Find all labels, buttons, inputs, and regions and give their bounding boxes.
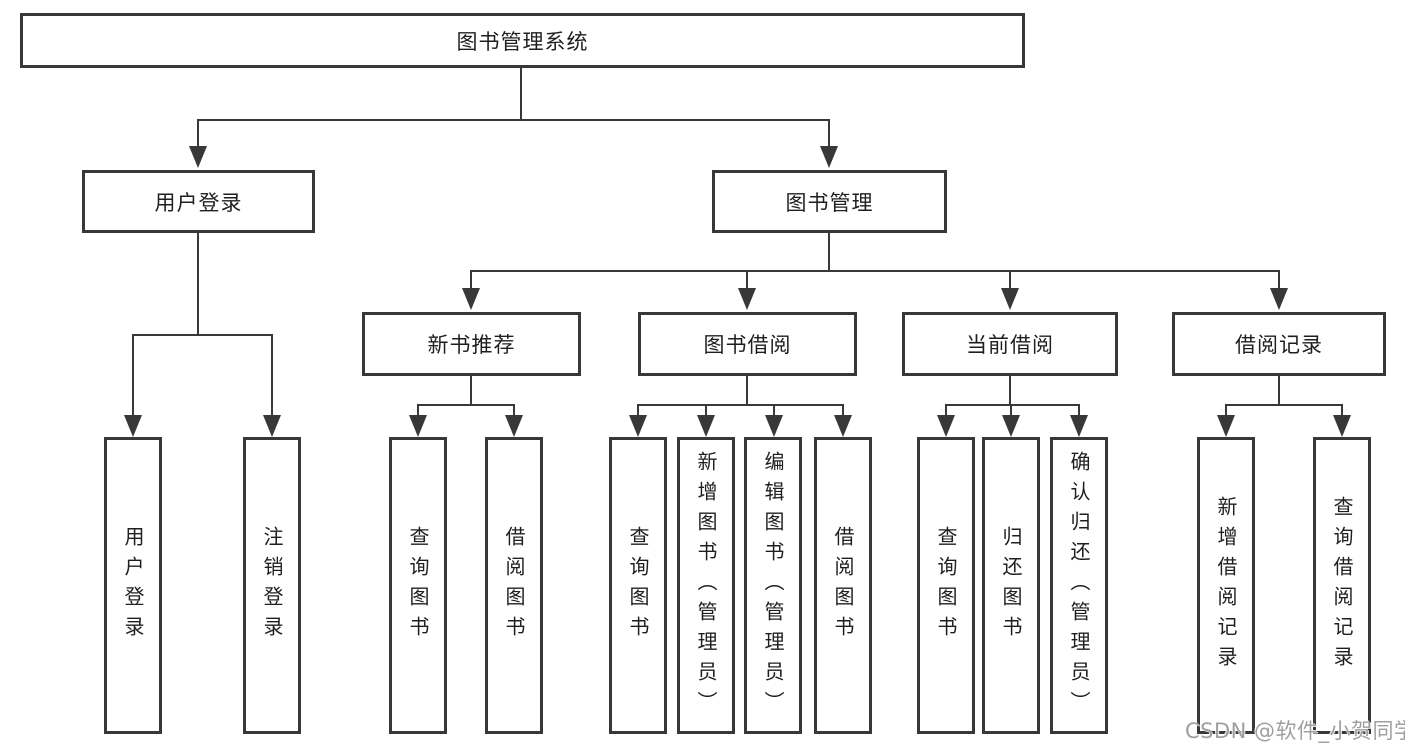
- connector-level3-bar: [470, 270, 1280, 272]
- leaf-query-borrow-record: 查询借阅记录: [1313, 437, 1371, 734]
- connector-leaf-shaft: [1225, 404, 1227, 417]
- leaf-recommend-query-books: 查询图书: [389, 437, 447, 734]
- arrow-down-icon: [1217, 415, 1235, 437]
- arrow-down-icon: [1333, 415, 1351, 437]
- connector-section-shaft: [1009, 270, 1011, 289]
- connector-book-mgmt-stem: [828, 233, 830, 272]
- connector-leaf-shaft: [132, 334, 134, 416]
- node-root: 图书管理系统: [20, 13, 1025, 68]
- connector-root-stem: [520, 68, 522, 121]
- connector-book-mgmt-shaft: [828, 119, 830, 147]
- connector-leaf-shaft: [513, 404, 515, 417]
- connector-sectionC-bar: [945, 404, 1080, 406]
- connector-user-login-stem: [197, 233, 199, 336]
- connector-sectionA-stem: [470, 376, 472, 406]
- arrow-down-icon: [462, 288, 480, 310]
- arrow-down-icon: [697, 415, 715, 437]
- arrow-down-icon: [505, 415, 523, 437]
- leaf-recommend-borrow-books: 借阅图书: [485, 437, 543, 734]
- leaf-logout: 注销登录: [243, 437, 301, 734]
- leaf-current-query-books: 查询图书: [917, 437, 975, 734]
- connector-leaf-shaft: [417, 404, 419, 417]
- leaf-borrow-query-books: 查询图书: [609, 437, 667, 734]
- connector-sectionD-bar: [1225, 404, 1343, 406]
- arrow-down-icon: [738, 288, 756, 310]
- connector-leaf-shaft: [271, 334, 273, 416]
- node-new-book-recommend: 新书推荐: [362, 312, 581, 376]
- arrow-down-icon: [937, 415, 955, 437]
- connector-leaf-shaft: [705, 404, 707, 417]
- arrow-down-icon: [263, 415, 281, 437]
- arrow-down-icon: [1270, 288, 1288, 310]
- connector-leaf-shaft: [1010, 404, 1012, 417]
- connector-section-shaft: [746, 270, 748, 289]
- leaf-confirm-return-admin: 确认归还（管理员）: [1050, 437, 1108, 734]
- connector-sectionB-stem: [746, 376, 748, 406]
- leaf-add-borrow-record: 新增借阅记录: [1197, 437, 1255, 734]
- arrow-down-icon: [1001, 288, 1019, 310]
- arrow-down-icon: [1002, 415, 1020, 437]
- node-borrow-records: 借阅记录: [1172, 312, 1386, 376]
- arrow-down-icon: [629, 415, 647, 437]
- connector-leaf-shaft: [1341, 404, 1343, 417]
- node-user-login: 用户登录: [82, 170, 315, 233]
- leaf-borrow-books: 借阅图书: [814, 437, 872, 734]
- connector-section-shaft: [1278, 270, 1280, 289]
- arrow-down-icon: [189, 146, 207, 168]
- connector-leaf-shaft: [773, 404, 775, 417]
- connector-leaf-shaft: [842, 404, 844, 417]
- csdn-watermark: CSDN @软件_小贺同学: [1185, 719, 1405, 743]
- connector-leaf-shaft: [637, 404, 639, 417]
- node-book-borrow: 图书借阅: [638, 312, 857, 376]
- connector-sectionC-stem: [1009, 376, 1011, 406]
- arrow-down-icon: [124, 415, 142, 437]
- connector-level2-bar: [197, 119, 830, 121]
- connector-leaf-shaft: [1078, 404, 1080, 417]
- connector-sectionD-stem: [1278, 376, 1280, 406]
- connector-leaf-shaft: [945, 404, 947, 417]
- arrow-down-icon: [765, 415, 783, 437]
- arrow-down-icon: [834, 415, 852, 437]
- leaf-add-books-admin: 新增图书（管理员）: [677, 437, 735, 734]
- node-current-borrow: 当前借阅: [902, 312, 1118, 376]
- arrow-down-icon: [820, 146, 838, 168]
- arrow-down-icon: [409, 415, 427, 437]
- leaf-return-books: 归还图书: [982, 437, 1040, 734]
- connector-sectionA-bar: [417, 404, 515, 406]
- connector-section-shaft: [470, 270, 472, 289]
- arrow-down-icon: [1070, 415, 1088, 437]
- node-book-management: 图书管理: [712, 170, 947, 233]
- connector-user-login-shaft: [197, 119, 199, 147]
- leaf-edit-books-admin: 编辑图书（管理员）: [744, 437, 802, 734]
- connector-user-login-bar: [132, 334, 273, 336]
- connector-sectionB-bar: [637, 404, 844, 406]
- leaf-user-login: 用户登录: [104, 437, 162, 734]
